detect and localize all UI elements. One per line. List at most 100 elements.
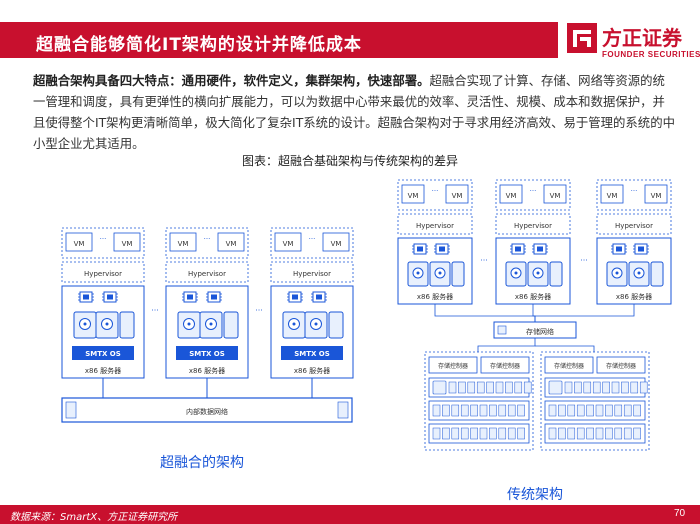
drive-slot	[514, 381, 523, 394]
hypervisor-box	[270, 261, 354, 283]
disk-spindle	[292, 322, 296, 326]
storage-network-label: 存储网络	[526, 327, 554, 336]
disk-icon	[73, 311, 97, 339]
page-title: 超融合能够简化IT架构的设计并降低成本	[36, 35, 362, 55]
brand-logo: 方正证券 FOUNDER SECURITIES	[566, 20, 700, 62]
ssd-icon	[328, 311, 344, 339]
server-label: x86 服务器	[189, 366, 225, 375]
vm-label: VM	[331, 240, 342, 248]
disk-spindle	[416, 271, 420, 275]
chip-core	[187, 294, 193, 300]
vm-box	[543, 184, 567, 204]
hypervisor-label: Hypervisor	[188, 270, 226, 278]
os-label: SMTX OS	[294, 350, 330, 358]
drive-slot	[614, 404, 623, 417]
os-label: SMTX OS	[85, 350, 121, 358]
ssd-icon	[119, 311, 135, 339]
chip-core	[417, 246, 423, 252]
hypervisor-label: Hypervisor	[615, 222, 653, 230]
disk-spindle	[637, 271, 641, 275]
vm-group	[165, 227, 249, 259]
vm-label: VM	[74, 240, 85, 248]
storage-controller	[480, 356, 530, 374]
drive-slot	[479, 427, 488, 440]
disk-spindle	[438, 271, 442, 275]
vm-group	[61, 227, 145, 259]
drive-slot	[451, 404, 460, 417]
disk-icon	[199, 311, 223, 339]
disk-icon	[282, 311, 306, 339]
disk-icon	[505, 261, 527, 287]
summary-body: 超融合实现了计算、存储、网络等资源的统一管理和调度，具有更弹性的横向扩展能力，可…	[33, 73, 675, 151]
vm-label: VM	[122, 240, 133, 248]
drive-slot	[633, 404, 641, 417]
drive-slot	[576, 427, 585, 440]
vm-label: VM	[550, 192, 561, 200]
drive-slot	[623, 404, 632, 417]
ssd-icon	[223, 311, 239, 339]
chip-core	[638, 246, 644, 252]
hypervisor-label: Hypervisor	[293, 270, 331, 278]
drive-slot	[517, 404, 525, 417]
disk-spindle	[105, 322, 109, 326]
drive-slot	[451, 427, 460, 440]
founder-logo-icon	[567, 23, 597, 53]
hypervisor-box	[165, 261, 249, 283]
brand-name-en: FOUNDER SECURITIES	[602, 50, 700, 59]
hci-ellipsis: ···	[255, 306, 263, 315]
chip-core	[515, 246, 521, 252]
storage-array-frame	[540, 351, 650, 451]
vm-box	[113, 232, 141, 252]
storage-array-frame	[424, 351, 534, 451]
vm-box	[217, 232, 245, 252]
disk-spindle	[314, 322, 318, 326]
hypervisor-label: Hypervisor	[416, 222, 454, 230]
drive-slot	[498, 404, 507, 417]
node-link	[434, 304, 536, 322]
vm-group	[495, 179, 571, 211]
hci-ellipsis: ···	[151, 306, 159, 315]
storage-controller-label: 存储控制器	[438, 362, 468, 370]
network-endcap	[65, 401, 77, 419]
drive-slot	[633, 427, 641, 440]
cpu-chip-icon	[102, 291, 118, 303]
drive-slot	[498, 427, 507, 440]
shelf-disk-icon	[548, 380, 563, 395]
drive-slot	[442, 427, 450, 440]
vm-box	[401, 184, 425, 204]
server-label: x86 服务器	[515, 292, 551, 301]
drive-slot	[470, 404, 478, 417]
cpu-chip-icon	[78, 291, 94, 303]
network-link	[477, 338, 536, 352]
vm-ellipsis: ···	[204, 235, 211, 243]
drive-slot	[574, 381, 582, 394]
server-label: x86 服务器	[294, 366, 330, 375]
cpu-chip-icon	[611, 243, 627, 255]
disk-spindle	[209, 322, 213, 326]
chip-core	[439, 246, 445, 252]
cpu-chip-icon	[510, 243, 526, 255]
internal-network-label: 内部数据网络	[186, 407, 228, 416]
vm-ellipsis: ···	[631, 187, 638, 195]
vm-label: VM	[651, 192, 662, 200]
cpu-chip-icon	[311, 291, 327, 303]
disk-icon	[177, 311, 201, 339]
drive-slot	[467, 381, 476, 394]
drive-slot	[432, 404, 441, 417]
switch-port-icon	[497, 325, 507, 335]
vm-ellipsis: ···	[309, 235, 316, 243]
vm-box	[322, 232, 350, 252]
shelf-disk-icon	[432, 380, 447, 395]
storage-controller-label: 存储控制器	[490, 362, 520, 370]
drive-slot	[567, 404, 576, 417]
vm-label: VM	[607, 192, 618, 200]
vm-box	[169, 232, 197, 252]
vm-group	[596, 179, 672, 211]
chip-core	[211, 294, 217, 300]
drive-slot	[505, 381, 513, 394]
storage-controller	[596, 356, 646, 374]
